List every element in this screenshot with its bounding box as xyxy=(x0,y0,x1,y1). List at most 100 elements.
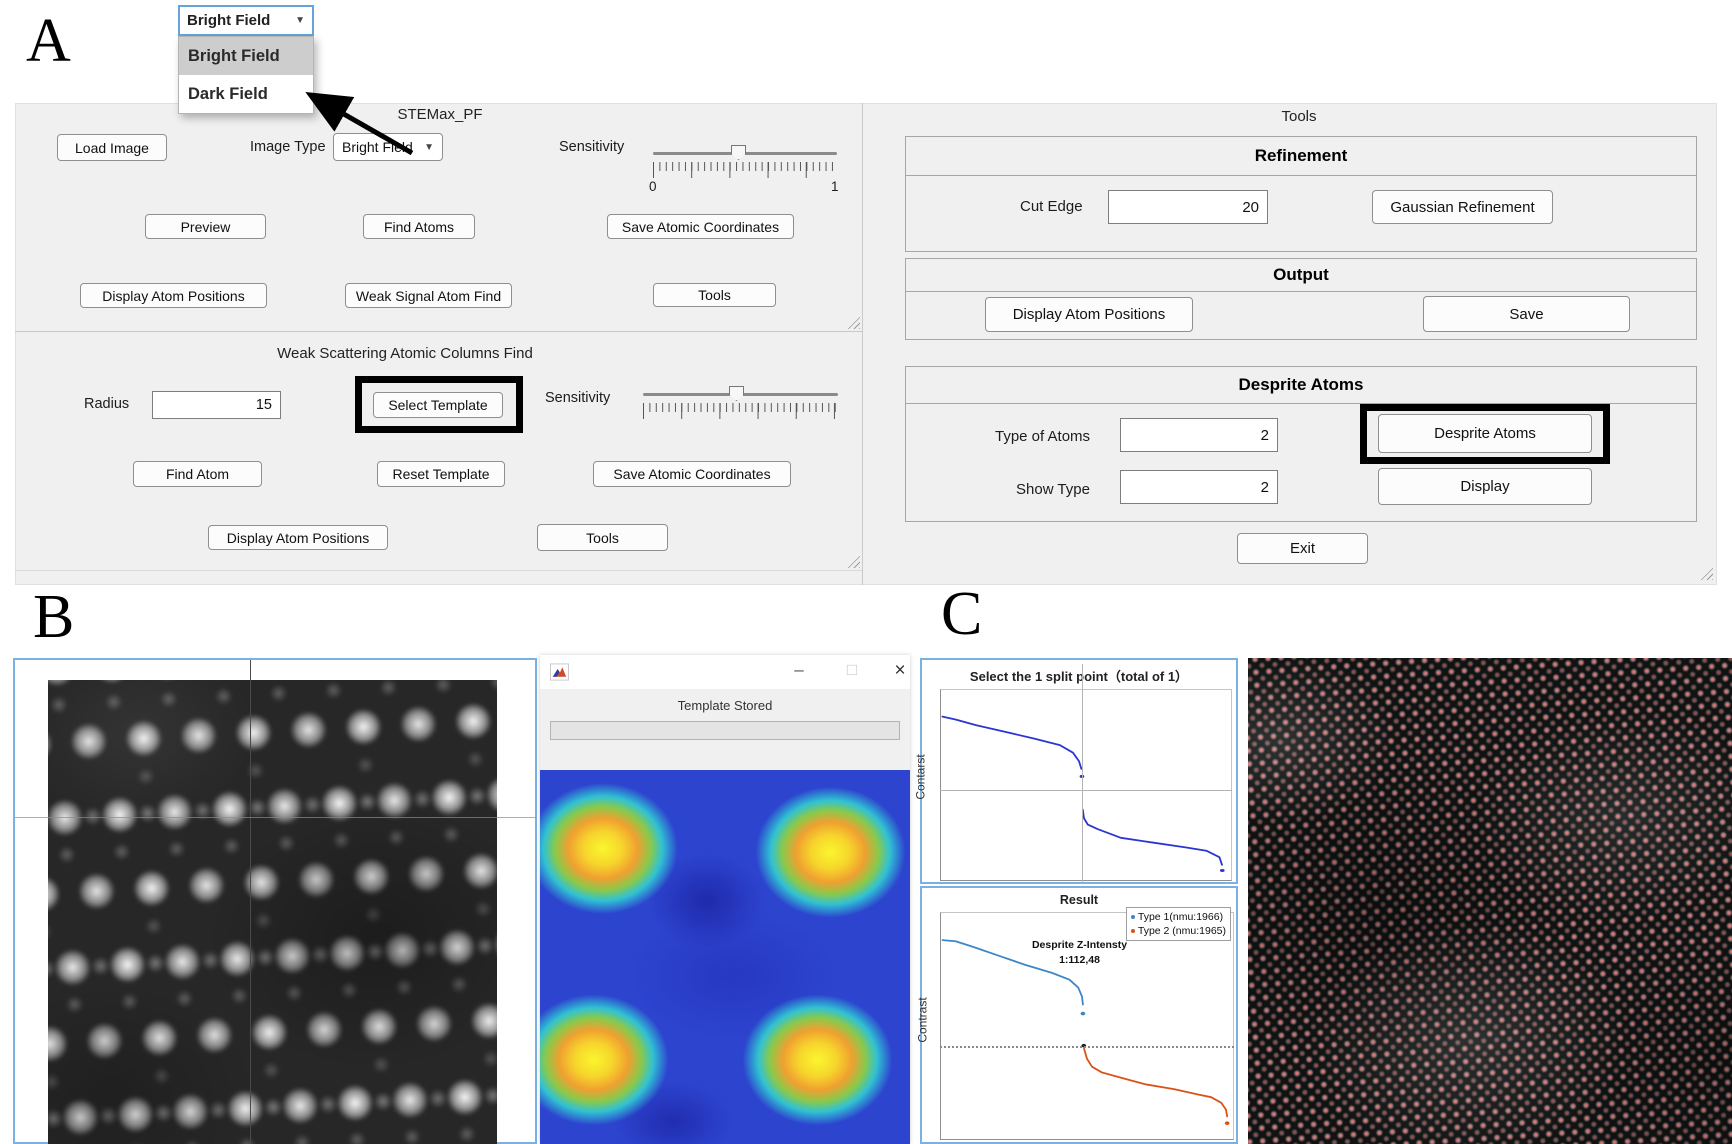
radius-label: Radius xyxy=(84,396,130,412)
split-plot-crosshair-h xyxy=(940,789,1232,791)
split-plot-panel: Select the 1 split point（total of 1） Con… xyxy=(914,658,1238,884)
figure-label-b: B xyxy=(33,583,75,651)
stem-red-pattern xyxy=(1248,658,1732,1144)
display-atom-positions-button[interactable]: Display Atom Positions xyxy=(80,283,267,308)
split-plot-ylabel: Contarst xyxy=(913,754,928,800)
desprite-atoms-header: Desprite Atoms xyxy=(906,367,1696,404)
select-template-highlight-box xyxy=(355,376,523,433)
cut-edge-label: Cut Edge xyxy=(1020,198,1083,215)
exit-button[interactable]: Exit xyxy=(1237,533,1368,564)
annotation-line1: Desprite Z-Intensty xyxy=(1031,939,1128,951)
split-plot-canvas xyxy=(941,690,1231,873)
stem-image-viewer xyxy=(13,658,537,1144)
preview-button[interactable]: Preview xyxy=(145,214,266,239)
select-template-button[interactable]: Select Template xyxy=(373,392,503,418)
image-type-dropdown-value[interactable]: Bright Field ▼ xyxy=(178,5,314,36)
output-save-button[interactable]: Save xyxy=(1423,296,1630,332)
slider-ruler xyxy=(653,162,838,178)
stem-red-overlay-image xyxy=(1248,658,1732,1144)
template-heatmap xyxy=(540,770,910,1144)
output-box: Output xyxy=(905,258,1697,340)
tools-panel-title: Tools xyxy=(1281,108,1317,125)
template-stored-status: Template Stored xyxy=(677,698,773,713)
type-of-atoms-label: Type of Atoms xyxy=(995,428,1091,445)
desprite-atoms-button[interactable]: Desprite Atoms xyxy=(1378,414,1592,453)
refinement-box: Refinement xyxy=(905,136,1697,252)
weak-panel-title: Weak Scattering Atomic Columns Find xyxy=(277,345,533,362)
annotation-arrow-icon xyxy=(305,92,414,156)
split-threshold-line xyxy=(940,1045,1234,1048)
sensitivity-slider[interactable] xyxy=(653,145,837,160)
split-plot-title: Select the 1 split point（total of 1） xyxy=(969,669,1189,684)
image-type-label: Image Type xyxy=(250,139,326,155)
legend-entry: Type 2 (nmu:1965) xyxy=(1130,924,1226,938)
app-title: STEMax_PF xyxy=(397,106,483,123)
tools-button[interactable]: Tools xyxy=(653,283,776,307)
sensitivity-slider-2[interactable] xyxy=(643,386,838,401)
window-titlebar[interactable]: – □ × xyxy=(540,655,910,689)
result-plot-panel: Result Contrast Type 1(nmu:1966)Type 2 (… xyxy=(916,886,1238,1144)
sensitivity-label: Sensitivity xyxy=(559,139,625,155)
progress-bar xyxy=(550,721,900,740)
tools-button-2[interactable]: Tools xyxy=(537,524,668,551)
panel-divider-vertical xyxy=(862,103,863,585)
stem-gray-image[interactable] xyxy=(48,680,497,1144)
slider-ruler-2 xyxy=(643,403,839,419)
template-stored-window: – □ × Template Stored xyxy=(540,655,910,1144)
cut-edge-input[interactable]: 20 xyxy=(1108,190,1268,224)
desprite-atoms-highlight-box xyxy=(1360,404,1610,464)
sensitivity-slider-thumb[interactable] xyxy=(731,145,746,160)
refinement-header: Refinement xyxy=(906,137,1696,176)
output-display-atom-positions-button[interactable]: Display Atom Positions xyxy=(985,297,1193,332)
figure-label-c: C xyxy=(941,580,983,648)
show-type-label: Show Type xyxy=(1016,481,1090,498)
crosshair-horizontal-line xyxy=(15,817,536,818)
dropdown-option[interactable]: Bright Field xyxy=(179,37,313,75)
find-atom-button[interactable]: Find Atom xyxy=(133,461,262,487)
slider-min-label: 0 xyxy=(649,179,657,194)
dropdown-option[interactable]: Dark Field xyxy=(188,84,268,103)
output-header: Output xyxy=(906,259,1696,292)
reset-template-button[interactable]: Reset Template xyxy=(377,461,505,487)
figure-label-a: A xyxy=(26,7,71,75)
stem-gray-pattern xyxy=(48,680,497,1144)
sensitivity-slider-2-thumb[interactable] xyxy=(729,386,744,401)
legend-marker-icon xyxy=(1130,929,1135,933)
gaussian-refinement-button[interactable]: Gaussian Refinement xyxy=(1372,190,1553,224)
weak-signal-atom-find-button[interactable]: Weak Signal Atom Find xyxy=(345,283,512,308)
chevron-down-icon: ▼ xyxy=(295,15,305,26)
load-image-button[interactable]: Load Image xyxy=(57,134,167,161)
close-icon[interactable]: × xyxy=(894,660,906,681)
annotation-line2: 1:112,48 xyxy=(1059,953,1100,966)
crosshair-vertical-line xyxy=(250,660,251,1144)
maximize-icon[interactable]: □ xyxy=(846,660,858,679)
save-atomic-coordinates-button[interactable]: Save Atomic Coordinates xyxy=(607,214,794,239)
result-plot-legend: Type 1(nmu:1966)Type 2 (nmu:1965) xyxy=(1125,907,1231,941)
split-plot-axes[interactable] xyxy=(940,689,1232,881)
type-of-atoms-input[interactable]: 2 xyxy=(1120,418,1278,452)
legend-entry: Type 1(nmu:1966) xyxy=(1130,910,1226,924)
split-plot-crosshair-v xyxy=(1081,664,1083,882)
save-atomic-coordinates-button-2[interactable]: Save Atomic Coordinates xyxy=(593,461,791,487)
display-atom-positions-button-2[interactable]: Display Atom Positions xyxy=(208,525,388,550)
radius-input[interactable]: 15 xyxy=(152,391,281,419)
chevron-down-icon: ▼ xyxy=(424,141,434,153)
result-plot-ylabel: Contrast xyxy=(915,997,930,1043)
result-plot-title: Result xyxy=(1059,893,1099,907)
legend-marker-icon xyxy=(1130,915,1135,919)
desprite-display-button[interactable]: Display xyxy=(1378,468,1592,505)
image-type-dropdown-value-label: Bright Field xyxy=(187,12,271,29)
matlab-icon xyxy=(550,663,569,681)
minimize-icon[interactable]: – xyxy=(794,660,804,679)
panel-divider-horizontal-2 xyxy=(15,570,862,571)
sensitivity-label-2: Sensitivity xyxy=(545,390,611,406)
show-type-input[interactable]: 2 xyxy=(1120,470,1278,504)
panel-divider-horizontal xyxy=(15,331,862,332)
result-plot-canvas xyxy=(941,913,1233,1125)
find-atoms-button[interactable]: Find Atoms xyxy=(363,214,475,239)
result-plot-axes xyxy=(940,912,1234,1140)
desprite-annotation: Desprite Z-Intensty 1:112,48 xyxy=(1017,940,1142,965)
